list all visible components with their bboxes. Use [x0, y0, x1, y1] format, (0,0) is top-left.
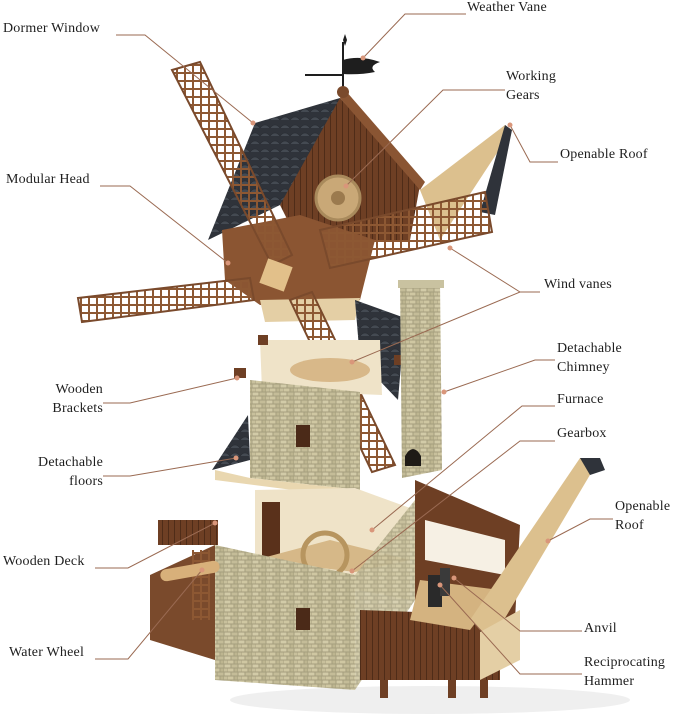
label-weather-vane: Weather Vane: [467, 0, 547, 17]
label-reciprocating-hammer: Reciprocating Hammer: [584, 653, 665, 691]
label-text: Brackets: [52, 401, 103, 416]
label-wind-vanes: Wind vanes: [544, 275, 612, 294]
leader-openable-roof-bottom: [547, 518, 613, 542]
leader-dormer-window: [116, 34, 254, 124]
label-text: Detachable: [38, 455, 103, 470]
label-wooden-deck: Wooden Deck: [3, 552, 85, 571]
label-openable-roof-top: Openable Roof: [560, 145, 648, 164]
label-text: Weather Vane: [467, 0, 547, 15]
label-text: Detachable: [557, 341, 622, 356]
leader-detachable-floors: [103, 457, 237, 477]
lower-building: [150, 458, 605, 698]
label-anvil: Anvil: [584, 619, 617, 638]
detachable-chimney: [398, 280, 444, 478]
label-text: Wind vanes: [544, 277, 612, 292]
label-working-gears: Working Gears: [506, 67, 556, 105]
leader-detachable-chimney: [443, 359, 555, 393]
label-text: Furnace: [557, 392, 604, 407]
label-text: floors: [69, 474, 103, 489]
leader-wind-vanes-2: [351, 291, 540, 363]
leader-wooden-deck: [95, 522, 216, 569]
label-text: Gears: [506, 88, 540, 103]
leader-furnace: [371, 405, 555, 531]
leader-modular-head: [100, 185, 229, 264]
weather-vane: [305, 34, 380, 98]
leader-gearbox: [351, 440, 555, 572]
label-gearbox: Gearbox: [557, 424, 607, 443]
label-text: Gearbox: [557, 426, 607, 441]
leader-reciprocating-hammer: [439, 584, 582, 675]
leader-water-wheel: [95, 569, 203, 660]
label-detachable-chimney: Detachable Chimney: [557, 339, 622, 377]
label-detachable-floors: Detachable floors: [38, 453, 103, 491]
label-text: Water Wheel: [9, 645, 85, 660]
label-wooden-brackets: Wooden Brackets: [52, 380, 103, 418]
wind-vanes: [76, 60, 494, 474]
label-openable-roof-bottom: Openable Roof: [615, 497, 670, 535]
leader-working-gears: [345, 89, 505, 187]
label-furnace: Furnace: [557, 390, 604, 409]
label-text: Working: [506, 69, 557, 84]
leader-wind-vanes-1: [449, 247, 540, 293]
label-water-wheel: Water Wheel: [9, 643, 84, 662]
label-text: Modular Head: [6, 172, 90, 187]
leader-wooden-brackets: [103, 377, 238, 404]
leader-anvil: [453, 577, 582, 632]
leader-lines: [95, 13, 613, 675]
label-text: Openable Roof: [560, 147, 648, 162]
label-text: Chimney: [557, 360, 610, 375]
leader-openable-roof-top: [509, 124, 558, 163]
label-text: Wooden: [55, 382, 103, 397]
label-text: Dormer Window: [3, 21, 101, 36]
label-modular-head: Modular Head: [6, 170, 90, 189]
label-text: Openable: [615, 499, 671, 514]
label-text: Wooden Deck: [3, 554, 85, 569]
label-text: Anvil: [584, 621, 617, 636]
label-text: Reciprocating: [584, 655, 666, 670]
label-dormer-window: Dormer Window: [3, 19, 100, 38]
leader-dots: [199, 55, 551, 588]
label-text: Roof: [615, 518, 644, 533]
ground-shadow: [230, 686, 630, 714]
label-text: Hammer: [584, 674, 635, 689]
leader-weather-vane: [362, 13, 466, 59]
